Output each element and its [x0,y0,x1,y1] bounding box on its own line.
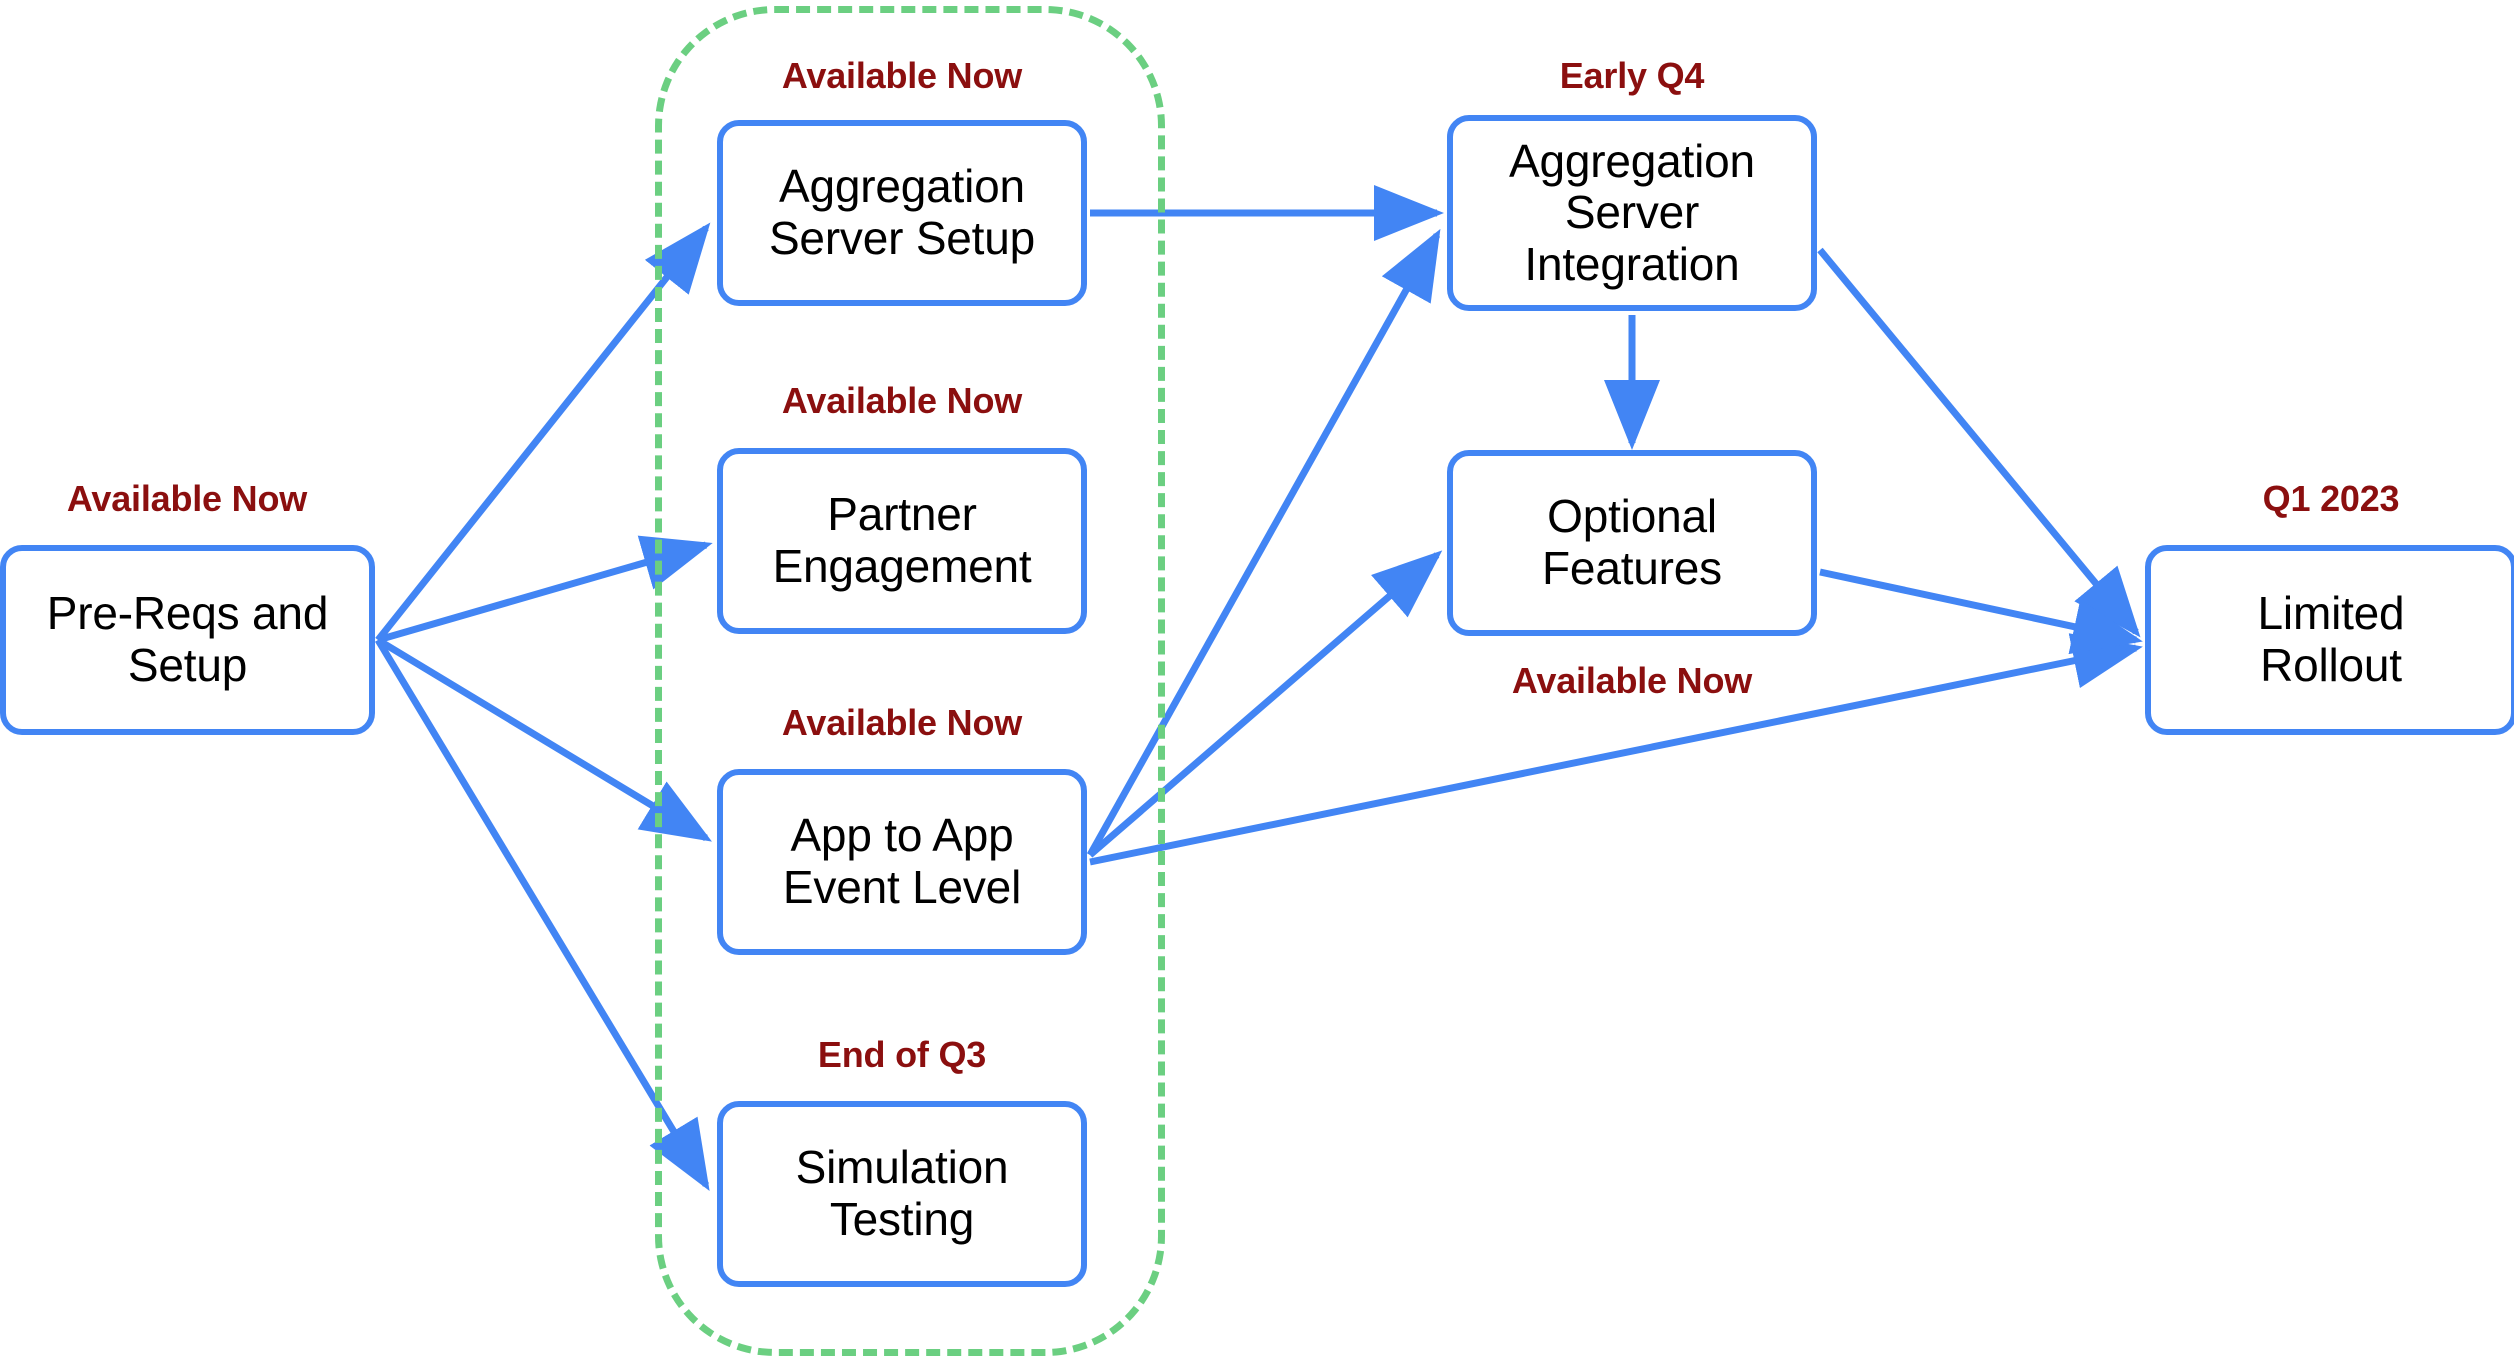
node-aggregation-server-setup[interactable]: Aggregation Server Setup [717,120,1087,306]
phase-label-pre-reqs-and-setup: Available Now [66,478,308,519]
node-simulation-testing[interactable]: Simulation Testing [717,1101,1087,1287]
node-label-limited-rollout: Limited Rollout [2257,587,2405,691]
edge-prereqs-to-agg-setup [375,222,711,643]
edge-prereqs-to-app2app [376,637,712,842]
node-label-aggregation-server-integration: Aggregation Server Integration [1509,134,1755,290]
node-label-pre-reqs-and-setup: Pre-Reqs and Setup [46,587,329,691]
edge-prereqs-to-simulation [375,638,710,1191]
node-optional-features[interactable]: Optional Features [1447,450,1817,636]
phase-label-optional-features: Available Now [1511,660,1753,701]
phase-label-aggregation-server-integration: Early Q4 [1559,55,1705,96]
phase-label-partner-engagement: Available Now [781,380,1023,421]
phase-label-app-to-app-event-level: Available Now [781,702,1023,743]
node-app-to-app-event-level[interactable]: App to App Event Level [717,769,1087,955]
phase-label-simulation-testing: End of Q3 [817,1034,987,1075]
node-label-aggregation-server-setup: Aggregation Server Setup [768,160,1036,264]
node-label-app-to-app-event-level: App to App Event Level [782,809,1022,913]
edge-app2app-to-optional-features [1087,550,1443,858]
node-label-partner-engagement: Partner Engagement [772,488,1032,592]
edge-app2app-to-limited-rollout [1089,633,2143,866]
phase-label-limited-rollout: Q1 2023 [2262,478,2400,519]
edge-app2app-to-agg-integration [1086,228,1441,857]
node-partner-engagement[interactable]: Partner Engagement [717,448,1087,634]
node-label-simulation-testing: Simulation Testing [795,1141,1009,1245]
node-pre-reqs-and-setup[interactable]: Pre-Reqs and Setup [0,545,375,735]
edge-optional-features-to-limited-rollout [1819,568,2143,655]
edge-prereqs-to-partner [377,535,713,644]
edge-agg-integration-to-limited-rollout [1817,247,2141,638]
phase-label-aggregation-server-setup: Available Now [781,55,1023,96]
node-limited-rollout[interactable]: Limited Rollout [2145,545,2514,735]
node-label-optional-features: Optional Features [1542,490,1722,594]
node-aggregation-server-integration[interactable]: Aggregation Server Integration [1447,115,1817,311]
